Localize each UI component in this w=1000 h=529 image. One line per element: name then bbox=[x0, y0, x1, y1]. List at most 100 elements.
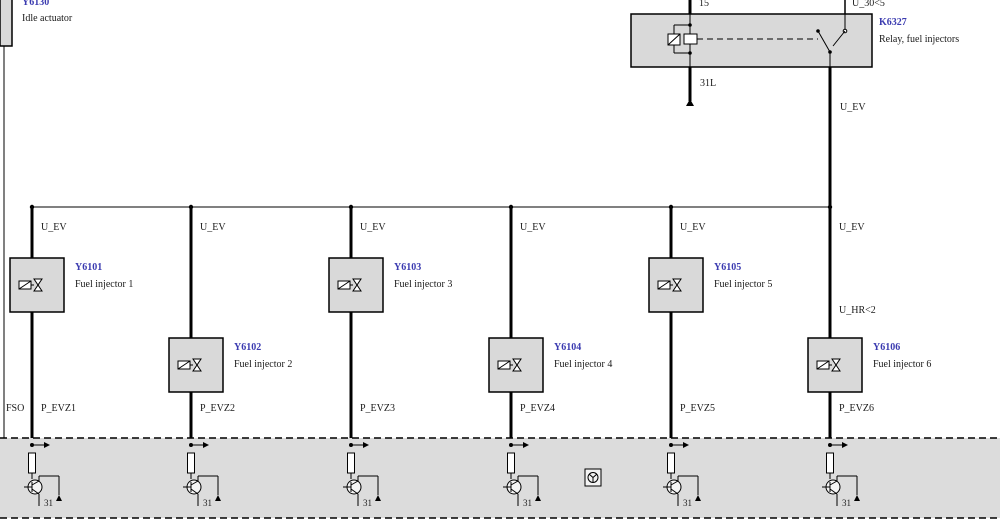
solenoid-stroke-3 bbox=[337, 280, 351, 290]
driver-arrow-icon-6 bbox=[842, 442, 848, 448]
driver-ground-label-3: 31 bbox=[363, 498, 372, 508]
relay-ground-icon bbox=[686, 99, 694, 106]
relay-box bbox=[630, 13, 873, 68]
injector-box-2 bbox=[168, 337, 224, 393]
valve-icon-6 bbox=[831, 358, 841, 372]
driver-resistor-icon-3 bbox=[347, 452, 355, 474]
driver-ground-label-6: 31 bbox=[842, 498, 851, 508]
driver-arrow-icon-5 bbox=[683, 442, 689, 448]
driver-ground-icon-5 bbox=[695, 495, 701, 501]
injector-supply-label-2: U_EV bbox=[200, 222, 226, 233]
injector-supply-label-5: U_EV bbox=[680, 222, 706, 233]
idle-actuator-box bbox=[0, 0, 13, 47]
driver-arrow-icon-2 bbox=[203, 442, 209, 448]
driver-transistor-collector-4 bbox=[510, 480, 519, 486]
driver-ground-icon-6 bbox=[854, 495, 860, 501]
control-module-area bbox=[0, 438, 1000, 518]
driver-ground-icon-4 bbox=[535, 495, 541, 501]
relay-code: K6327 bbox=[879, 17, 907, 28]
driver-resistor-icon-1 bbox=[28, 452, 36, 474]
solenoid-stroke-2 bbox=[177, 360, 191, 370]
injector-name-2: Fuel injector 2 bbox=[234, 359, 292, 370]
injector-code-4: Y6104 bbox=[554, 342, 581, 353]
relay-switch-contact-icon bbox=[817, 30, 831, 53]
driver-junction-4 bbox=[509, 443, 513, 447]
injector-name-3: Fuel injector 3 bbox=[394, 279, 452, 290]
driver-junction-3 bbox=[349, 443, 353, 447]
solenoid-stroke-6 bbox=[816, 360, 830, 370]
driver-ground-label-5: 31 bbox=[683, 498, 692, 508]
valve-icon-1 bbox=[33, 278, 43, 292]
driver-transistor-emitter-3 bbox=[350, 488, 359, 495]
left-edge-label: FSO bbox=[6, 403, 24, 414]
solenoid-stroke-1 bbox=[18, 280, 32, 290]
relay-output-label: U_EV bbox=[840, 102, 866, 113]
driver-ground-label-2: 31 bbox=[203, 498, 212, 508]
injector-code-5: Y6105 bbox=[714, 262, 741, 273]
driver-transistor-collector-1 bbox=[31, 480, 40, 486]
driver-junction-1 bbox=[30, 443, 34, 447]
injector-supply-label-1: U_EV bbox=[41, 222, 67, 233]
driver-resistor-icon-5 bbox=[667, 452, 675, 474]
injector-code-6: Y6106 bbox=[873, 342, 900, 353]
driver-arrow-icon-1 bbox=[44, 442, 50, 448]
valve-icon-5 bbox=[672, 278, 682, 292]
injector-box-4 bbox=[488, 337, 544, 393]
injector-code-1: Y6101 bbox=[75, 262, 102, 273]
driver-ground-label-1: 31 bbox=[44, 498, 53, 508]
injector-box-5 bbox=[648, 257, 704, 313]
injector-name-5: Fuel injector 5 bbox=[714, 279, 772, 290]
driver-resistor-icon-6 bbox=[826, 452, 834, 474]
injector-signal-label-4: P_EVZ4 bbox=[520, 403, 555, 414]
driver-ground-icon-1 bbox=[56, 495, 62, 501]
injector-code-2: Y6102 bbox=[234, 342, 261, 353]
idle-actuator: Y6130 Idle actuator bbox=[0, 0, 73, 47]
relay-name: Relay, fuel injectors bbox=[879, 34, 959, 45]
idle-actuator-code: Y6130 bbox=[22, 0, 49, 8]
driver-transistor-emitter-5 bbox=[670, 488, 679, 495]
injector-code-3: Y6103 bbox=[394, 262, 421, 273]
injector-name-6: Fuel injector 6 bbox=[873, 359, 931, 370]
injector-box-6 bbox=[807, 337, 863, 393]
relay-pin-15-label: 15 bbox=[699, 0, 709, 9]
injector-signal-label-3: P_EVZ3 bbox=[360, 403, 395, 414]
driver-ground-label-4: 31 bbox=[523, 498, 532, 508]
driver-resistor-icon-4 bbox=[507, 452, 515, 474]
injector-signal-label-2: P_EVZ2 bbox=[200, 403, 235, 414]
solenoid-stroke-5 bbox=[657, 280, 671, 290]
injector-signal-label-6: P_EVZ6 bbox=[839, 403, 874, 414]
injector-name-1: Fuel injector 1 bbox=[75, 279, 133, 290]
valve-icon-3 bbox=[352, 278, 362, 292]
driver-resistor-icon-2 bbox=[187, 452, 195, 474]
injector-supply-label-6: U_EV bbox=[839, 222, 865, 233]
idle-actuator-name: Idle actuator bbox=[22, 13, 73, 24]
injector-name-4: Fuel injector 4 bbox=[554, 359, 612, 370]
relay-pin-30-label: U_30<5 bbox=[852, 0, 885, 9]
injector-signal-label-5: P_EVZ5 bbox=[680, 403, 715, 414]
driver-transistor-emitter-4 bbox=[510, 488, 519, 495]
valve-icon-4 bbox=[512, 358, 522, 372]
driver-transistor-collector-2 bbox=[190, 480, 199, 486]
injector-supply-label-3: U_EV bbox=[360, 222, 386, 233]
relay-coil-symbol bbox=[683, 33, 698, 45]
driver-transistor-emitter-1 bbox=[31, 488, 40, 495]
driver-transistor-collector-5 bbox=[670, 480, 679, 486]
control-module bbox=[0, 437, 1000, 519]
injector-signal-label-1: P_EVZ1 bbox=[41, 403, 76, 414]
driver-transistor-emitter-6 bbox=[829, 488, 838, 495]
driver-ground-icon-2 bbox=[215, 495, 221, 501]
injector-box-3 bbox=[328, 257, 384, 313]
injector-supply-label-4: U_EV bbox=[520, 222, 546, 233]
driver-transistor-collector-6 bbox=[829, 480, 838, 486]
driver-transistor-emitter-2 bbox=[190, 488, 199, 495]
driver-arrow-icon-4 bbox=[523, 442, 529, 448]
driver-junction-5 bbox=[669, 443, 673, 447]
driver-junction-2 bbox=[189, 443, 193, 447]
driver-transistor-collector-3 bbox=[350, 480, 359, 486]
relay-fuel-injectors: 15 U_30<5 K6327 Relay, fuel injectors 31… bbox=[630, 0, 959, 207]
driver-arrow-icon-3 bbox=[363, 442, 369, 448]
driver-ground-icon-3 bbox=[375, 495, 381, 501]
injector-extra-label-6: U_HR<2 bbox=[839, 305, 876, 316]
